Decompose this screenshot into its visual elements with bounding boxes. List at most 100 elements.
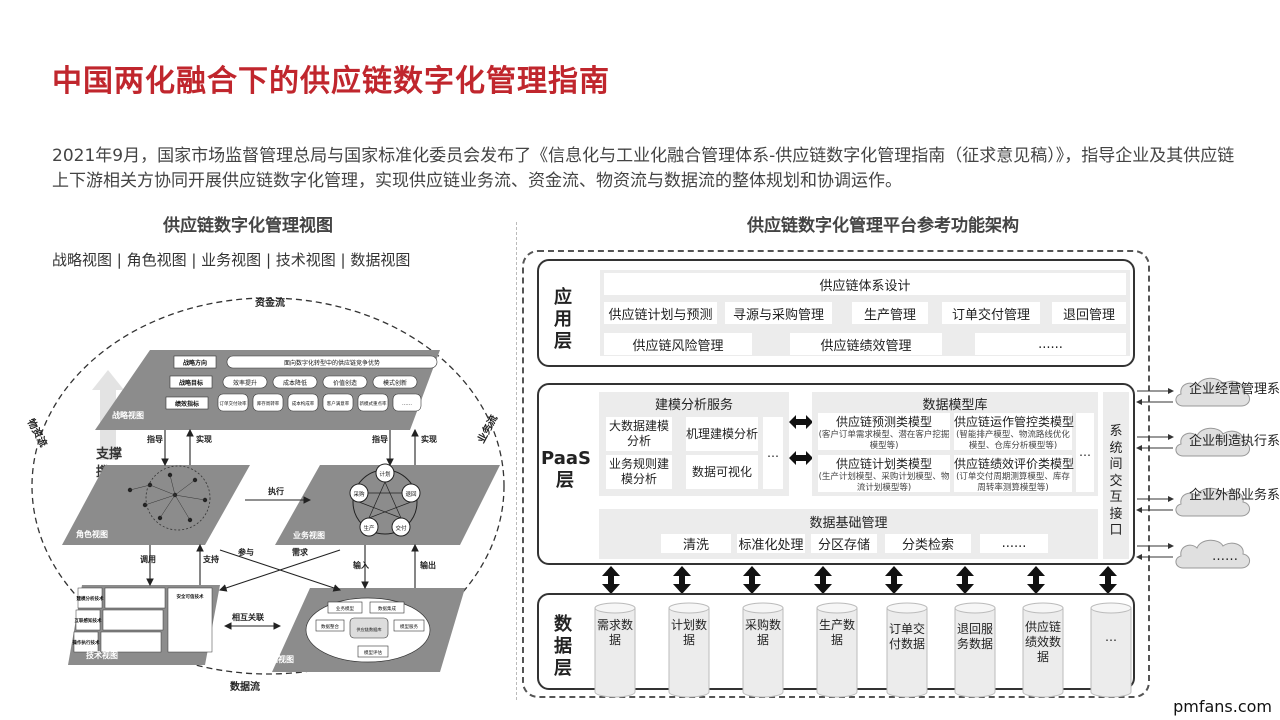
svg-text:参与: 参与 bbox=[237, 547, 254, 557]
svg-text:相互关联: 相互关联 bbox=[232, 612, 264, 622]
svg-text:绩效指标: 绩效指标 bbox=[175, 400, 199, 408]
flow-label-top: 资金流 bbox=[255, 296, 285, 309]
svg-text:业务模型: 业务模型 bbox=[336, 605, 354, 612]
app-item: 退回管理 bbox=[1052, 302, 1126, 324]
view-arrows bbox=[146, 428, 419, 630]
svg-text:库存周转率: 库存周转率 bbox=[257, 400, 280, 407]
svg-text:输入: 输入 bbox=[353, 560, 369, 570]
svg-text:指导: 指导 bbox=[372, 434, 388, 444]
svg-text:面向数字化转型中的供应链竞争优势: 面向数字化转型中的供应链竞争优势 bbox=[284, 359, 380, 367]
system-interface-panel bbox=[1103, 392, 1129, 559]
data-item: … bbox=[1105, 630, 1117, 644]
watermark: pmfans.com bbox=[1173, 697, 1272, 716]
data-items: 业务模型 数据集成 数据整合 供应链数据库 模型服务 模型评估 bbox=[315, 601, 425, 658]
model-item: 供应链运作管控类模型 (智能排产模型、物流路线优化模型、仓库分析模型等) bbox=[954, 413, 1075, 451]
business-plane bbox=[275, 465, 500, 545]
svg-text:供应链数据库: 供应链数据库 bbox=[356, 626, 381, 633]
svg-text:退回: 退回 bbox=[405, 490, 417, 498]
svg-text:新模式重点率: 新模式重点率 bbox=[360, 400, 387, 407]
external-system: 企业经营管理系统 bbox=[1189, 382, 1280, 397]
model-more: … bbox=[1076, 413, 1094, 492]
data-basic-item: 分类检索 bbox=[885, 534, 971, 553]
data-item: 计划数据 bbox=[670, 618, 707, 647]
data-cylinders: 需求数据 计划数据 采购数据 生产数据 订单交付数据 退回服务数据 供应链绩效数… bbox=[590, 600, 1132, 698]
external-system: 企业外部业务系统 bbox=[1189, 488, 1280, 503]
paas-data-arrows bbox=[602, 566, 1117, 594]
intro-paragraph: 2021年9月，国家市场监督管理总局与国家标准化委员会发布了《信息化与工业化融合… bbox=[52, 146, 1235, 191]
svg-text:订单交付效率: 订单交付效率 bbox=[220, 400, 247, 407]
app-item: ...... bbox=[975, 333, 1126, 355]
data-view-label: 数据视图 bbox=[262, 654, 294, 664]
svg-text:实现: 实现 bbox=[196, 434, 212, 444]
svg-text:指导: 指导 bbox=[147, 434, 163, 444]
svg-text:模型服务: 模型服务 bbox=[400, 623, 418, 630]
strategy-plane bbox=[95, 350, 440, 430]
data-item: 退回服务数据 bbox=[956, 622, 993, 651]
system-interface-label: 系统间交互接口 bbox=[1109, 424, 1123, 538]
modeling-item: 大数据建模分析 bbox=[606, 417, 672, 451]
svg-text:数据整合: 数据整合 bbox=[321, 623, 339, 630]
app-item: 供应链绩效管理 bbox=[790, 333, 942, 355]
modeling-service-title: 建模分析服务 bbox=[654, 397, 733, 413]
role-view-label: 角色视图 bbox=[76, 529, 108, 539]
model-item: 供应链绩效评价类模型 (订单交付周期测算模型、库存周转率测算模型等) bbox=[954, 455, 1075, 493]
svg-text:互联感知技术: 互联感知技术 bbox=[75, 617, 102, 624]
strategy-kpis: 订单交付效率 库存周转率 成本构成率 客户满意率 新模式重点率 …… bbox=[217, 393, 422, 412]
external-system: …… bbox=[1212, 549, 1238, 564]
svg-text:操作执行技术: 操作执行技术 bbox=[73, 639, 100, 646]
flow-label-right: 业务流 bbox=[474, 413, 500, 446]
business-view-label: 业务视图 bbox=[293, 530, 325, 540]
svg-text:输出: 输出 bbox=[420, 560, 436, 570]
data-basic-item: 分区存储 bbox=[811, 534, 877, 553]
external-systems bbox=[1136, 377, 1250, 569]
svg-text:成本构成率: 成本构成率 bbox=[292, 400, 315, 407]
data-basic-item: ...... bbox=[980, 534, 1048, 553]
support-label: 支撑 bbox=[95, 446, 122, 462]
external-system: 企业制造执行系统 bbox=[1189, 434, 1280, 449]
page-title: 中国两化融合下的供应链数字化管理指南 bbox=[52, 64, 610, 99]
views-list: 战略视图 | 角色视图 | 业务视图 | 技术视图 | 数据视图 bbox=[52, 251, 411, 269]
svg-text:计划: 计划 bbox=[379, 470, 390, 478]
column-divider bbox=[516, 222, 517, 700]
data-item: 需求数据 bbox=[596, 618, 633, 647]
strategy-view-label: 战略视图 bbox=[112, 410, 144, 420]
business-nodes: 计划 采购 退回 生产 交付 bbox=[349, 463, 421, 537]
svg-text:生产: 生产 bbox=[363, 524, 375, 532]
svg-text:战略方向: 战略方向 bbox=[183, 359, 207, 367]
model-item: 供应链预测类模型 (客户订单需求模型、潜在客户挖掘模型等) bbox=[818, 413, 950, 451]
modeling-model-arrows bbox=[789, 415, 813, 465]
data-basic-title: 数据基础管理 bbox=[809, 515, 888, 531]
modeling-more: … bbox=[763, 417, 783, 489]
svg-text:交付: 交付 bbox=[395, 524, 407, 532]
svg-text:实现: 实现 bbox=[421, 434, 437, 444]
model-item: 供应链计划类模型 (生产计划模型、采购计划模型、物流计划模型等) bbox=[818, 455, 950, 493]
svg-text:安全可信技术: 安全可信技术 bbox=[177, 593, 204, 600]
paas-layer-label: PaaS层 bbox=[541, 448, 591, 491]
left-section-title: 供应链数字化管理视图 bbox=[163, 216, 333, 236]
app-layer-label: 应用层 bbox=[554, 287, 572, 352]
svg-text:价值创造: 价值创造 bbox=[333, 379, 357, 387]
app-item: 供应链风险管理 bbox=[604, 333, 752, 355]
svg-text:战略目标: 战略目标 bbox=[179, 379, 203, 387]
data-layer-label: 数据层 bbox=[554, 614, 572, 679]
flow-label-bottom: 数据流 bbox=[230, 680, 260, 693]
data-item: 采购数据 bbox=[744, 618, 781, 647]
data-item: 供应链绩效数据 bbox=[1024, 620, 1061, 664]
svg-text:需求: 需求 bbox=[292, 547, 309, 557]
modeling-item: 机理建模分析 bbox=[686, 417, 758, 451]
data-basic-item: 标准化处理 bbox=[737, 534, 805, 553]
model-library-title: 数据模型库 bbox=[922, 397, 988, 413]
svg-text:客户满意率: 客户满意率 bbox=[327, 400, 350, 407]
svg-text:采购: 采购 bbox=[353, 490, 365, 498]
svg-text:模式创新: 模式创新 bbox=[383, 379, 407, 387]
app-system-design: 供应链体系设计 bbox=[604, 273, 1126, 295]
svg-text:建模分析技术: 建模分析技术 bbox=[76, 595, 104, 602]
app-item: 生产管理 bbox=[852, 302, 928, 324]
svg-text:调用: 调用 bbox=[140, 554, 156, 564]
data-basic-item: 清洗 bbox=[661, 534, 731, 553]
svg-text:效率提升: 效率提升 bbox=[233, 379, 257, 387]
management-views-diagram: 资金流 物资流 业务流 数据流 支撑 撑 战略方向 面向数字化转型中的供应链竞争… bbox=[25, 296, 505, 693]
svg-text:支持: 支持 bbox=[202, 554, 219, 564]
flow-circle bbox=[31, 297, 505, 675]
role-plane bbox=[62, 465, 250, 545]
